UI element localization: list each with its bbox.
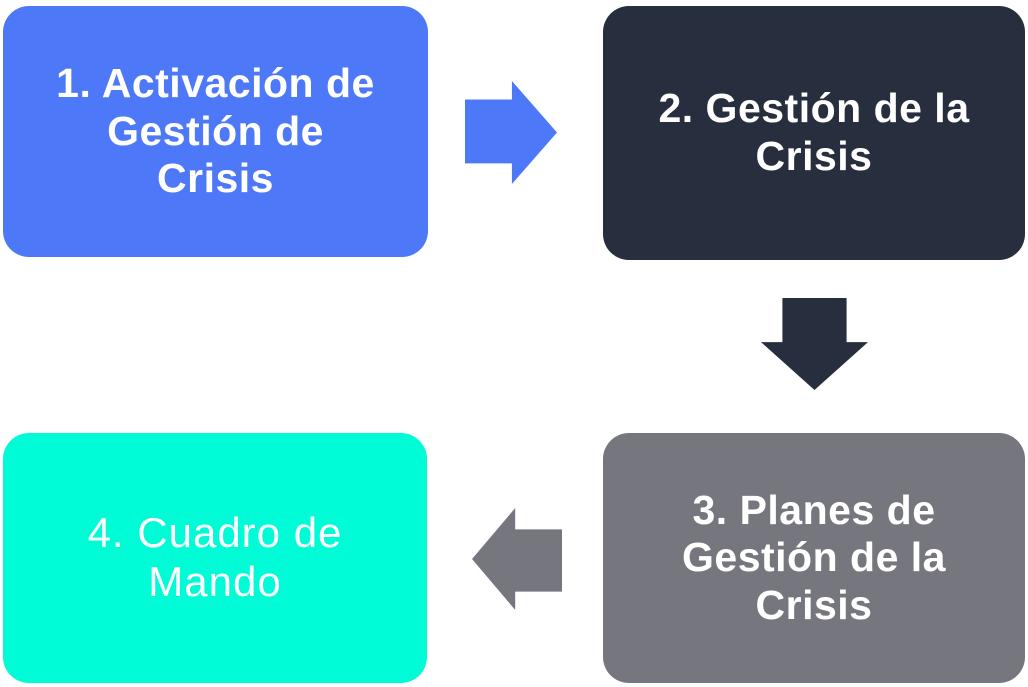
- step-label-3: 3. Planes de Gestión de la Crisis: [682, 486, 946, 628]
- arrow-right-icon: [465, 81, 557, 184]
- arrow-down-icon: [761, 298, 868, 390]
- step-box-activacion-gestion-crisis: 1. Activación de Gestión de Crisis: [3, 6, 428, 257]
- step-label-4: 4. Cuadro de Mando: [87, 509, 343, 605]
- arrow-left-icon: [472, 508, 562, 610]
- step-label-1: 1. Activación de Gestión de Crisis: [56, 60, 375, 202]
- step-box-gestion-crisis: 2. Gestión de la Crisis: [603, 6, 1025, 260]
- step-label-2: 2. Gestión de la Crisis: [658, 85, 970, 179]
- step-box-planes-gestion-crisis: 3. Planes de Gestión de la Crisis: [603, 433, 1025, 683]
- step-box-cuadro-de-mando: 4. Cuadro de Mando: [3, 433, 427, 683]
